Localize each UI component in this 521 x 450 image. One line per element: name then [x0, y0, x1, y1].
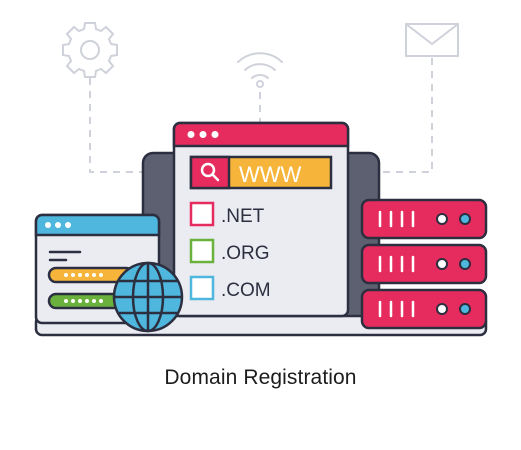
server-unit	[360, 198, 488, 240]
window-dots	[187, 131, 219, 138]
domain-label: .COM	[221, 280, 271, 301]
checkbox	[189, 201, 215, 227]
url-text: WWW	[239, 162, 302, 187]
caption: Domain Registration	[164, 366, 357, 389]
gear-icon	[62, 22, 118, 78]
domain-option-com[interactable]: .COM	[189, 275, 271, 301]
search-bar[interactable]: WWW	[189, 155, 333, 190]
globe-icon	[112, 261, 184, 333]
domain-option-net[interactable]: .NET	[189, 201, 265, 227]
domain-label: .NET	[221, 206, 265, 227]
server-unit	[360, 288, 488, 330]
search-icon	[200, 162, 220, 182]
server-icon	[360, 198, 488, 330]
mail-icon	[405, 23, 459, 57]
server-unit	[360, 243, 488, 285]
domain-option-org[interactable]: .ORG	[189, 238, 270, 264]
checkbox	[189, 238, 215, 264]
domain-label: .ORG	[221, 243, 270, 264]
checkbox	[189, 275, 215, 301]
connector-lines	[89, 58, 433, 173]
wifi-icon	[237, 52, 283, 88]
